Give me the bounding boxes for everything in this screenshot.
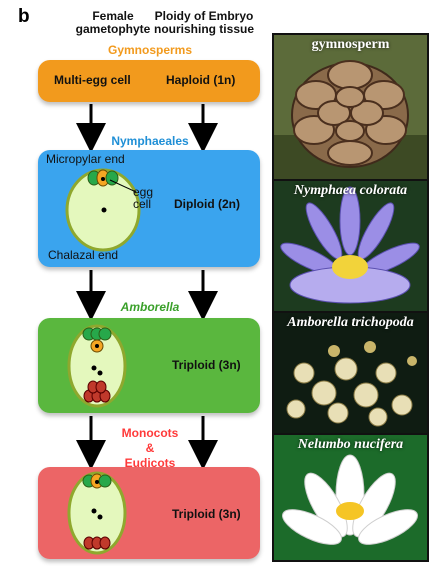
diploid-label: Diploid (2n) — [174, 197, 240, 211]
photo-nymphaea: Nymphaea colorata — [272, 179, 429, 313]
gymnosperm-box: Multi-egg cell Haploid (1n) — [38, 60, 260, 102]
embryo-sac-monocots — [67, 471, 127, 555]
egg-cell-label: egg cell — [133, 185, 154, 211]
photo-gymnosperm: gymnosperm — [272, 33, 429, 181]
amborella-triploid-label: Triploid (3n) — [172, 358, 241, 372]
panel-letter: b — [18, 6, 30, 27]
multi-egg-cell-label: Multi-egg cell — [54, 73, 131, 87]
gymnosperms-label: Gymnosperms — [107, 43, 193, 57]
lotus-illustration — [274, 435, 427, 560]
amborella-caption: Amborella trichopoda — [287, 315, 414, 330]
amborella-label: Amborella — [120, 300, 180, 314]
gymnosperm-caption: gymnosperm — [311, 37, 390, 52]
embryo-sac-nymphaeales — [65, 168, 141, 252]
nymphaea-caption: Nymphaea colorata — [293, 183, 408, 198]
female-gametophyte-header: Female gametophyte — [75, 9, 151, 36]
nymphaeales-box: Micropylar end egg cell Diploid (2n) Cha… — [38, 150, 260, 267]
ploidy-header: Ploidy of Embryo nourishing tissue — [153, 9, 254, 36]
nelumbo-caption: Nelumbo nucifera — [297, 437, 404, 452]
embryo-sac-amborella — [67, 324, 127, 408]
amborella-box: Triploid (3n) — [38, 318, 260, 413]
amborella-illustration — [274, 313, 427, 433]
monocots-eudicots-box: Triploid (3n) — [38, 467, 260, 559]
photo-amborella: Amborella trichopoda — [272, 311, 429, 435]
monocots-triploid-label: Triploid (3n) — [172, 507, 241, 521]
photo-nelumbo: Nelumbo nucifera — [272, 433, 429, 562]
water-lily-illustration — [274, 181, 427, 311]
nymphaeales-label: Nymphaeales — [111, 134, 189, 148]
micropylar-end-label: Micropylar end — [46, 152, 125, 166]
haploid-label: Haploid (1n) — [166, 73, 236, 87]
pine-cone-illustration — [274, 35, 427, 179]
chalazal-end-label: Chalazal end — [48, 248, 119, 262]
monocots-eudicots-label: Monocots & Eudicots — [121, 426, 179, 470]
